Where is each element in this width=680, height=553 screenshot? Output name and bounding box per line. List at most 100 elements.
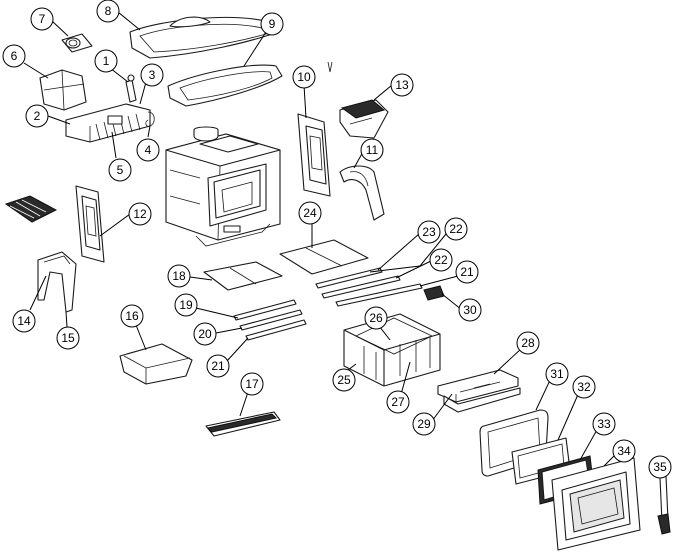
part-sensor-switch <box>125 74 137 103</box>
part-blower-housing <box>65 103 151 143</box>
part-front-lip <box>205 411 281 437</box>
callout-17: 17 <box>240 372 264 396</box>
part-firebox-body <box>165 126 281 247</box>
callout-31: 31 <box>545 362 569 386</box>
callout-34: 34 <box>612 439 636 463</box>
part-top-plate <box>129 16 279 59</box>
callout-label: 33 <box>597 417 611 431</box>
part-ash-pan <box>119 343 193 385</box>
callout-label: 10 <box>297 70 311 84</box>
part-door-handle <box>657 475 671 535</box>
callout-22-top: 22 <box>444 217 468 241</box>
part-side-panel-left <box>75 185 105 263</box>
callout-label: 16 <box>125 309 139 323</box>
callout-label: 15 <box>61 331 75 345</box>
callout-3: 3 <box>140 63 164 87</box>
callout-21-left: 21 <box>206 354 230 378</box>
callout-label: 9 <box>269 17 276 31</box>
part-flue-collar <box>61 33 93 53</box>
part-door <box>551 457 641 551</box>
part-ash-lip <box>339 99 389 139</box>
callout-label: 30 <box>463 303 477 317</box>
callout-8: 8 <box>96 0 120 23</box>
callout-label: 1 <box>103 54 110 68</box>
part-firebrick-bottom <box>203 261 283 291</box>
callout-label: 11 <box>366 143 379 157</box>
callout-14: 14 <box>12 309 36 333</box>
callout-label: 19 <box>179 298 193 312</box>
callout-label: 22 <box>434 253 448 267</box>
callout-1: 1 <box>94 49 118 73</box>
callout-label: 23 <box>422 225 436 239</box>
callout-29: 29 <box>412 412 436 436</box>
callout-35: 35 <box>648 455 672 479</box>
callout-19: 19 <box>174 293 198 317</box>
callout-label: 17 <box>245 377 259 391</box>
callout-2: 2 <box>25 104 49 128</box>
part-baffle-rails <box>315 267 423 307</box>
callout-26: 26 <box>364 306 388 330</box>
callout-7: 7 <box>30 7 54 31</box>
callout-13: 13 <box>390 73 414 97</box>
callout-15: 15 <box>56 326 80 350</box>
callout-label: 20 <box>198 327 212 341</box>
callout-11: 11 <box>360 138 384 162</box>
callout-label: 31 <box>550 367 564 381</box>
callout-label: 2 <box>34 109 41 123</box>
callout-28: 28 <box>516 331 540 355</box>
callout-label: 13 <box>395 78 409 92</box>
callout-label: 8 <box>105 4 112 18</box>
callout-30: 30 <box>458 298 482 322</box>
callout-16: 16 <box>120 304 144 328</box>
callout-25: 25 <box>332 368 356 392</box>
part-firebrick-set <box>343 313 441 387</box>
callout-label: 4 <box>145 143 152 157</box>
part-side-panel-right <box>297 113 331 197</box>
callout-32: 32 <box>572 375 596 399</box>
callout-label: 6 <box>11 49 18 63</box>
part-heat-shield <box>39 69 87 111</box>
callout-21-right: 21 <box>455 260 479 284</box>
part-side-bracket <box>339 165 385 221</box>
part-rails-left <box>233 299 307 341</box>
callout-23: 23 <box>417 220 441 244</box>
callout-label: 28 <box>521 336 535 350</box>
callout-33: 33 <box>592 412 616 436</box>
part-grate <box>4 195 58 223</box>
callout-18: 18 <box>167 264 191 288</box>
callout-label: 3 <box>149 68 156 82</box>
part-pin <box>327 61 333 73</box>
callout-label: 32 <box>577 380 591 394</box>
callout-6: 6 <box>2 44 26 68</box>
callout-4: 4 <box>136 138 160 162</box>
callout-27: 27 <box>386 390 410 414</box>
part-firebrick-floor <box>279 239 369 275</box>
part-small-bracket <box>423 285 445 301</box>
callout-label: 14 <box>17 314 31 328</box>
callout-group: 7 8 9 6 1 3 2 4 5 10 13 11 12 14 15 16 1… <box>2 0 672 479</box>
callout-9: 9 <box>260 12 284 36</box>
callout-label: 22 <box>449 222 463 236</box>
callout-24: 24 <box>298 201 322 225</box>
callout-label: 21 <box>211 359 225 373</box>
part-legs <box>37 251 77 313</box>
callout-label: 5 <box>117 163 124 177</box>
part-top-gasket <box>167 64 283 107</box>
callout-label: 29 <box>417 417 431 431</box>
callout-label: 12 <box>133 207 147 221</box>
callout-label: 7 <box>39 12 46 26</box>
callout-label: 35 <box>653 460 667 474</box>
callout-5: 5 <box>108 158 132 182</box>
callout-label: 24 <box>303 206 317 220</box>
callout-label: 25 <box>337 373 351 387</box>
callout-label: 26 <box>369 311 383 325</box>
callout-label: 21 <box>460 265 474 279</box>
part-baffle-board <box>437 369 521 413</box>
callout-20: 20 <box>193 322 217 346</box>
callout-22-mid: 22 <box>429 248 453 272</box>
callout-10: 10 <box>292 65 316 89</box>
callout-label: 34 <box>617 444 631 458</box>
callout-label: 27 <box>391 395 405 409</box>
callout-label: 18 <box>172 269 186 283</box>
